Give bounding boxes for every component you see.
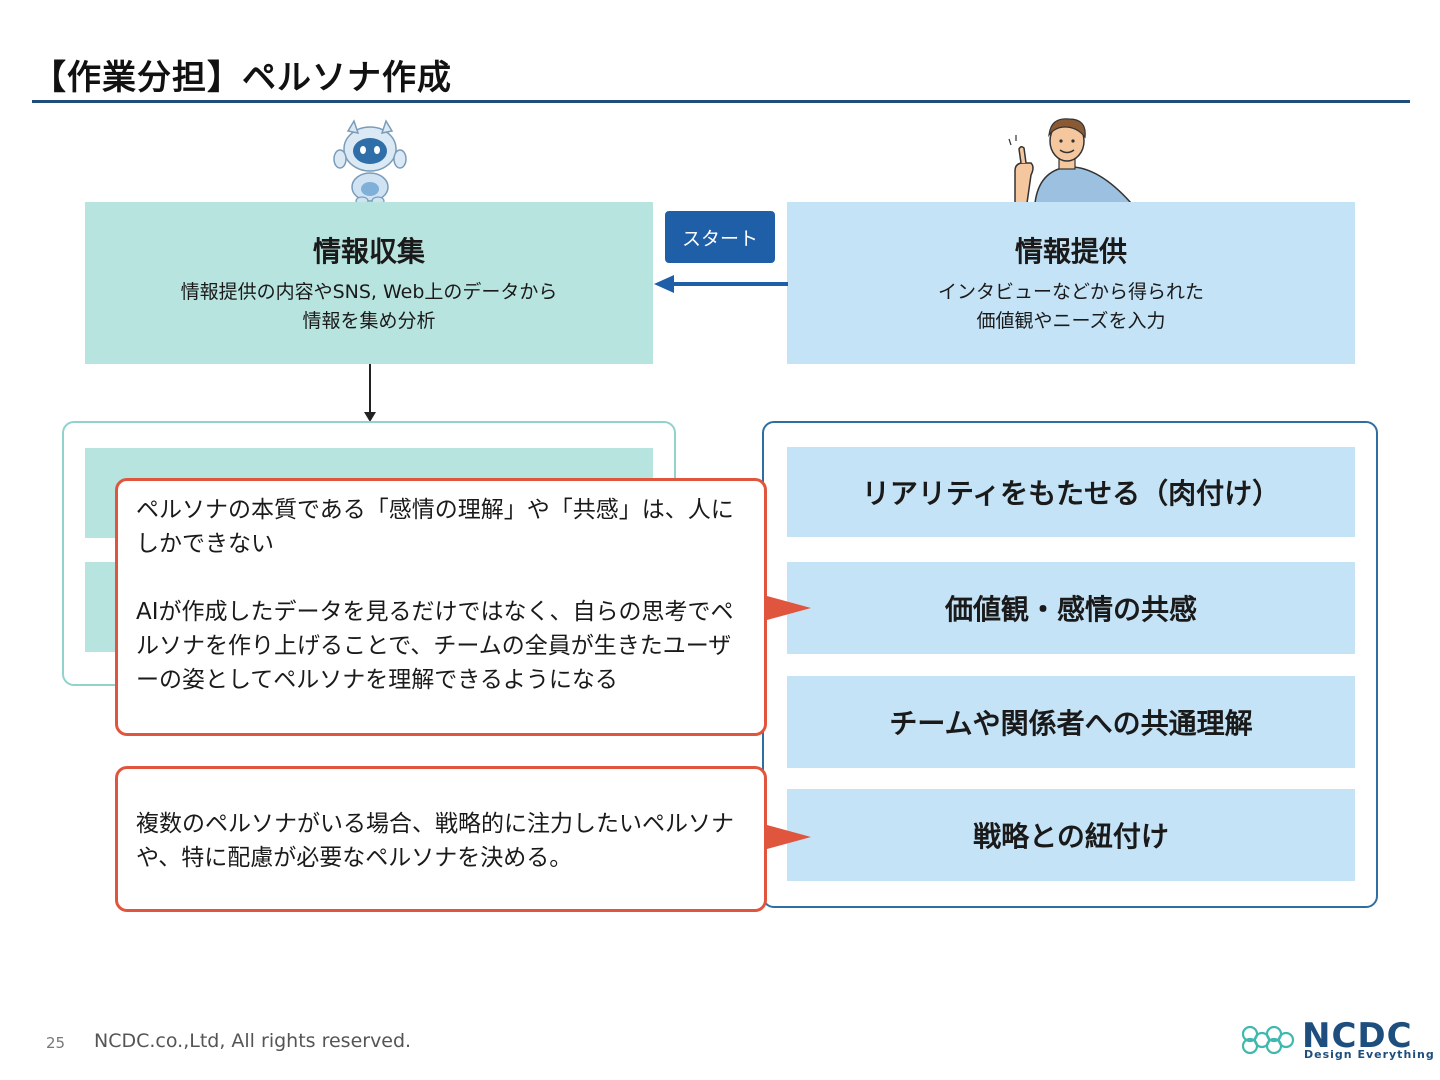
flow-arrow-down	[360, 364, 380, 424]
info-provision-desc-1: インタビューなどから得られた	[937, 281, 1204, 303]
callout-human-role-para-1: ペルソナの本質である「感情の理解」や「共感」は、人にしかできない	[136, 497, 734, 557]
info-collection-desc-1: 情報提供の内容やSNS, Web上のデータから	[180, 281, 558, 303]
info-provision-box: 情報提供 インタビューなどから得られた 価値観やニーズを入力	[787, 202, 1355, 364]
person-thumbs-up-icon	[1005, 115, 1135, 204]
info-provision-title: 情報提供	[1014, 235, 1127, 268]
callout-pointer-1	[767, 596, 811, 620]
title-divider	[32, 100, 1410, 103]
logo-tagline: Design Everything	[1304, 1048, 1435, 1061]
copyright: NCDC.co.,Ltd, All rights reserved.	[94, 1030, 412, 1052]
logo-text: NCDC	[1302, 1016, 1413, 1056]
info-collection-box: 情報収集 情報提供の内容やSNS, Web上のデータから 情報を集め分析	[85, 202, 653, 364]
right-item-strategy-link: 戦略との紐付け	[787, 789, 1355, 881]
callout-pointer-2	[767, 825, 811, 849]
right-item-reality: リアリティをもたせる（肉付け）	[787, 447, 1355, 537]
flow-arrow-left	[652, 272, 788, 296]
page-number: 25	[46, 1034, 66, 1052]
robot-icon	[330, 115, 410, 206]
info-collection-title: 情報収集	[312, 235, 425, 268]
info-collection-desc-2: 情報を集め分析	[302, 310, 436, 332]
page-title: 【作業分担】ペルソナ作成	[32, 58, 452, 98]
callout-human-role: ペルソナの本質である「感情の理解」や「共感」は、人にしかできない AIが作成した…	[115, 478, 767, 736]
callout-persona-priority: 複数のペルソナがいる場合、戦略的に注力したいペルソナや、特に配慮が必要なペルソナ…	[115, 766, 767, 912]
right-item-shared-understanding: チームや関係者への共通理解	[787, 676, 1355, 768]
info-provision-desc-2: 価値観やニーズを入力	[976, 310, 1166, 332]
callout-human-role-para-2: AIが作成したデータを見るだけではなく、自らの思考でペルソナを作り上げることで、…	[136, 599, 734, 693]
start-label: スタート	[665, 211, 775, 263]
ncdc-logo-icon	[1238, 1020, 1298, 1060]
right-item-empathy: 価値観・感情の共感	[787, 562, 1355, 654]
callout-persona-priority-text: 複数のペルソナがいる場合、戦略的に注力したいペルソナや、特に配慮が必要なペルソナ…	[136, 811, 734, 871]
